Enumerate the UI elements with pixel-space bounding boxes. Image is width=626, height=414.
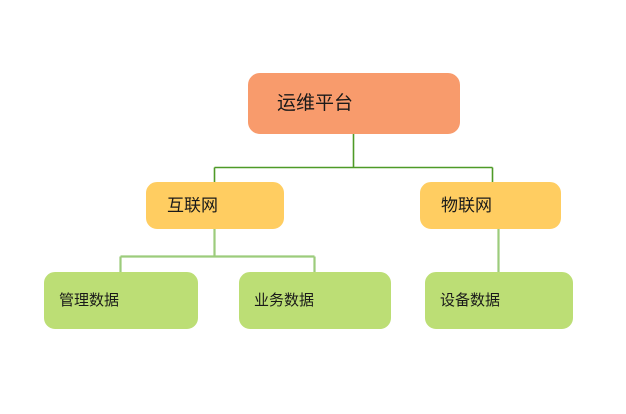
node-branch-iot-label: 物联网 xyxy=(441,196,492,215)
node-root-label: 运维平台 xyxy=(277,93,354,114)
node-root[interactable]: 运维平台 xyxy=(248,73,460,134)
node-leaf-device-data-label: 设备数据 xyxy=(440,292,501,309)
node-branch-internet[interactable]: 互联网 xyxy=(146,182,284,229)
node-leaf-business-data[interactable]: 业务数据 xyxy=(239,272,391,329)
node-branch-iot[interactable]: 物联网 xyxy=(420,182,561,229)
node-leaf-management-data-label: 管理数据 xyxy=(59,292,120,309)
node-branch-internet-label: 互联网 xyxy=(167,196,218,215)
node-leaf-business-data-label: 业务数据 xyxy=(254,292,315,309)
node-leaf-device-data[interactable]: 设备数据 xyxy=(425,272,573,329)
node-leaf-management-data[interactable]: 管理数据 xyxy=(44,272,198,329)
